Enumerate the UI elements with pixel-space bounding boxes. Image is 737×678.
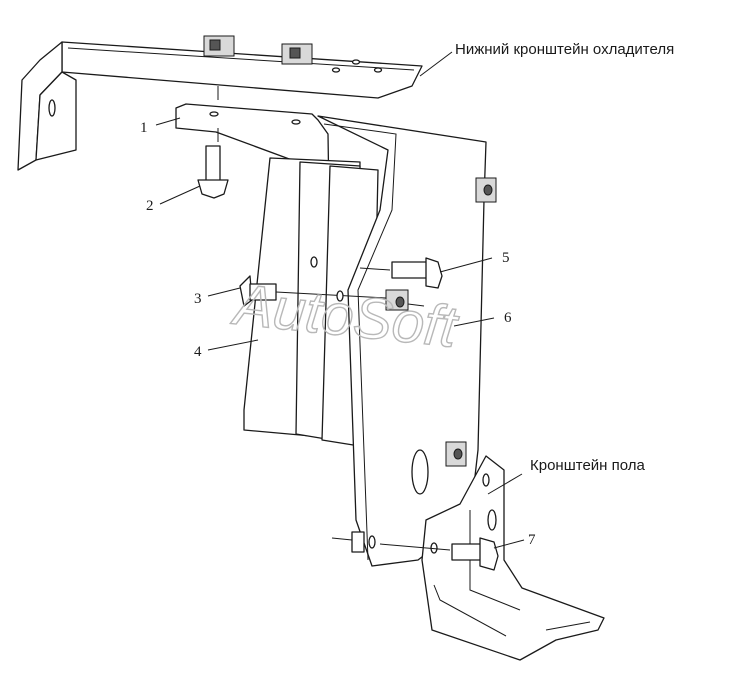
label-5: 5 bbox=[502, 250, 510, 266]
label-lower-cooler-bracket: Нижний кронштейн охладителя bbox=[455, 41, 674, 58]
leader-lines bbox=[155, 51, 525, 549]
floor-bracket bbox=[421, 455, 605, 661]
lower-cooler-bracket bbox=[17, 35, 423, 171]
label-7: 7 bbox=[528, 532, 536, 548]
part-6-main-bracket bbox=[310, 115, 497, 567]
label-3: 3 bbox=[194, 291, 202, 307]
label-4: 4 bbox=[194, 344, 202, 360]
label-floor-bracket: Кронштейн пола bbox=[530, 457, 646, 474]
part-5-bolt bbox=[359, 257, 443, 289]
label-1: 1 bbox=[140, 120, 148, 136]
label-6: 6 bbox=[504, 310, 512, 326]
part-3-bolt bbox=[239, 275, 425, 311]
label-2: 2 bbox=[146, 198, 154, 214]
part-7-bolt bbox=[331, 537, 499, 571]
part-2-bolt bbox=[197, 145, 229, 199]
